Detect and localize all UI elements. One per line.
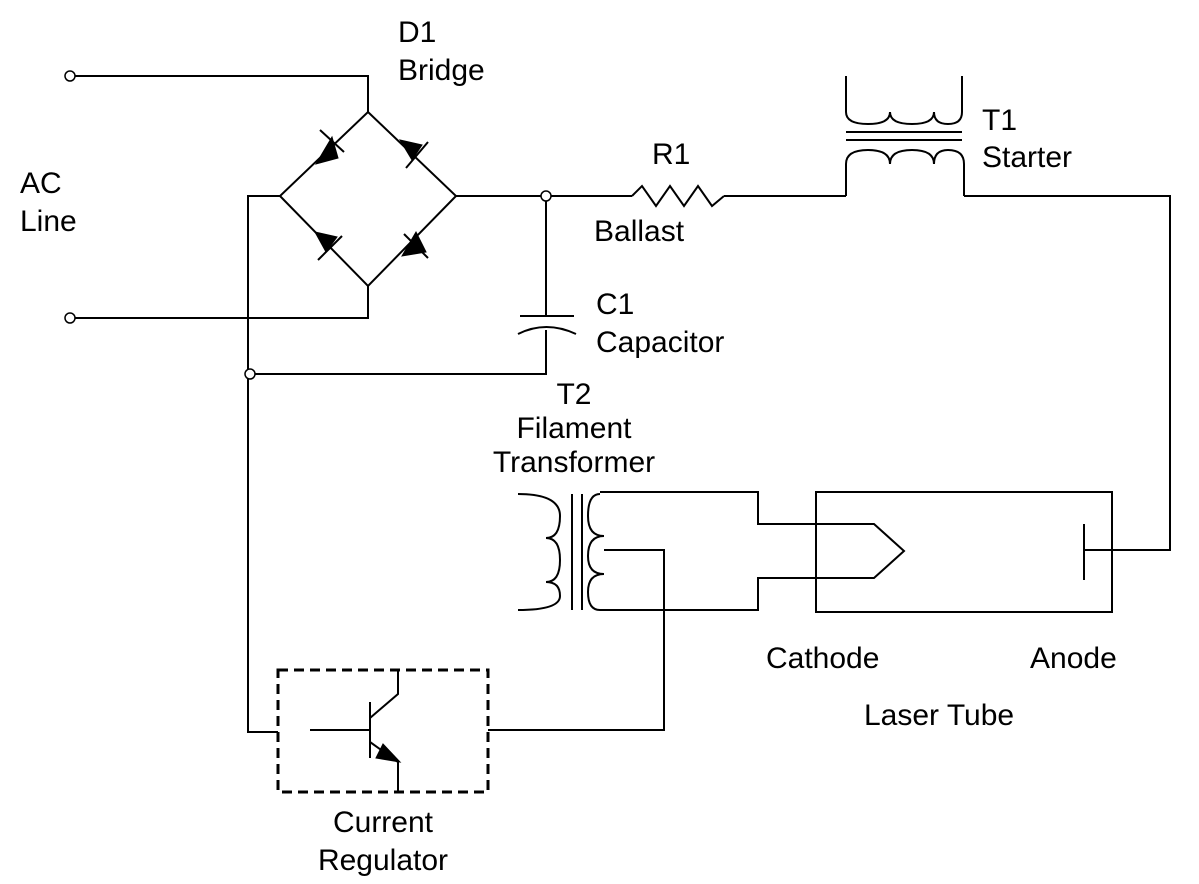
- anode-label: Anode: [1030, 642, 1117, 675]
- diode-arrow-3: [314, 231, 338, 253]
- labels: AC Line D1 Bridge R1 Ballast T1 Starter …: [20, 16, 1117, 877]
- ac-line-input: [64, 70, 369, 324]
- regulator-dashed-box: [276, 668, 490, 794]
- t2-label-2: Filament: [516, 412, 632, 445]
- t1-label-1: T1: [982, 104, 1017, 137]
- t2-filament-transformer: [517, 493, 605, 611]
- transistor-emitter-arrow: [375, 743, 402, 763]
- diode-arrow-2: [398, 139, 423, 161]
- regulator-label-1: Current: [333, 806, 434, 839]
- ac-terminal-bottom[interactable]: [64, 312, 76, 324]
- r1-ballast-resistor: [631, 184, 725, 208]
- ac-line-label-1: AC: [20, 167, 62, 200]
- t2-label-1: T2: [556, 378, 591, 411]
- diode-arrow-1: [314, 135, 339, 165]
- t1-starter-transformer: [845, 76, 965, 196]
- bridge-diamond: [278, 110, 458, 288]
- ac-line-label-2: Line: [20, 205, 77, 238]
- t2-label-3: Transformer: [493, 446, 655, 479]
- cathode-label: Cathode: [766, 642, 879, 675]
- r1-label: R1: [652, 138, 690, 171]
- regulator-label-2: Regulator: [318, 844, 448, 877]
- d1-label-2: Bridge: [398, 54, 485, 87]
- d1-label-1: D1: [398, 16, 436, 49]
- transistor-collector: [369, 670, 399, 719]
- t1-label-2: Starter: [982, 141, 1072, 174]
- c1-label-1: C1: [596, 288, 634, 321]
- current-regulator: [276, 668, 490, 794]
- laser-tube-label: Laser Tube: [864, 699, 1014, 732]
- laser-tube-envelope: [815, 491, 1113, 613]
- d1-bridge-rectifier: [278, 110, 458, 288]
- laser-tube: [815, 491, 1113, 613]
- main-wiring: [244, 190, 1171, 733]
- ballast-label: Ballast: [594, 215, 685, 248]
- ac-terminal-top[interactable]: [64, 70, 76, 82]
- c1-capacitor: [517, 315, 577, 335]
- junction-dot-cap: [540, 190, 552, 202]
- c1-label-2: Capacitor: [596, 326, 724, 359]
- junction-dot-rail: [244, 368, 256, 380]
- cathode-element: [818, 523, 906, 579]
